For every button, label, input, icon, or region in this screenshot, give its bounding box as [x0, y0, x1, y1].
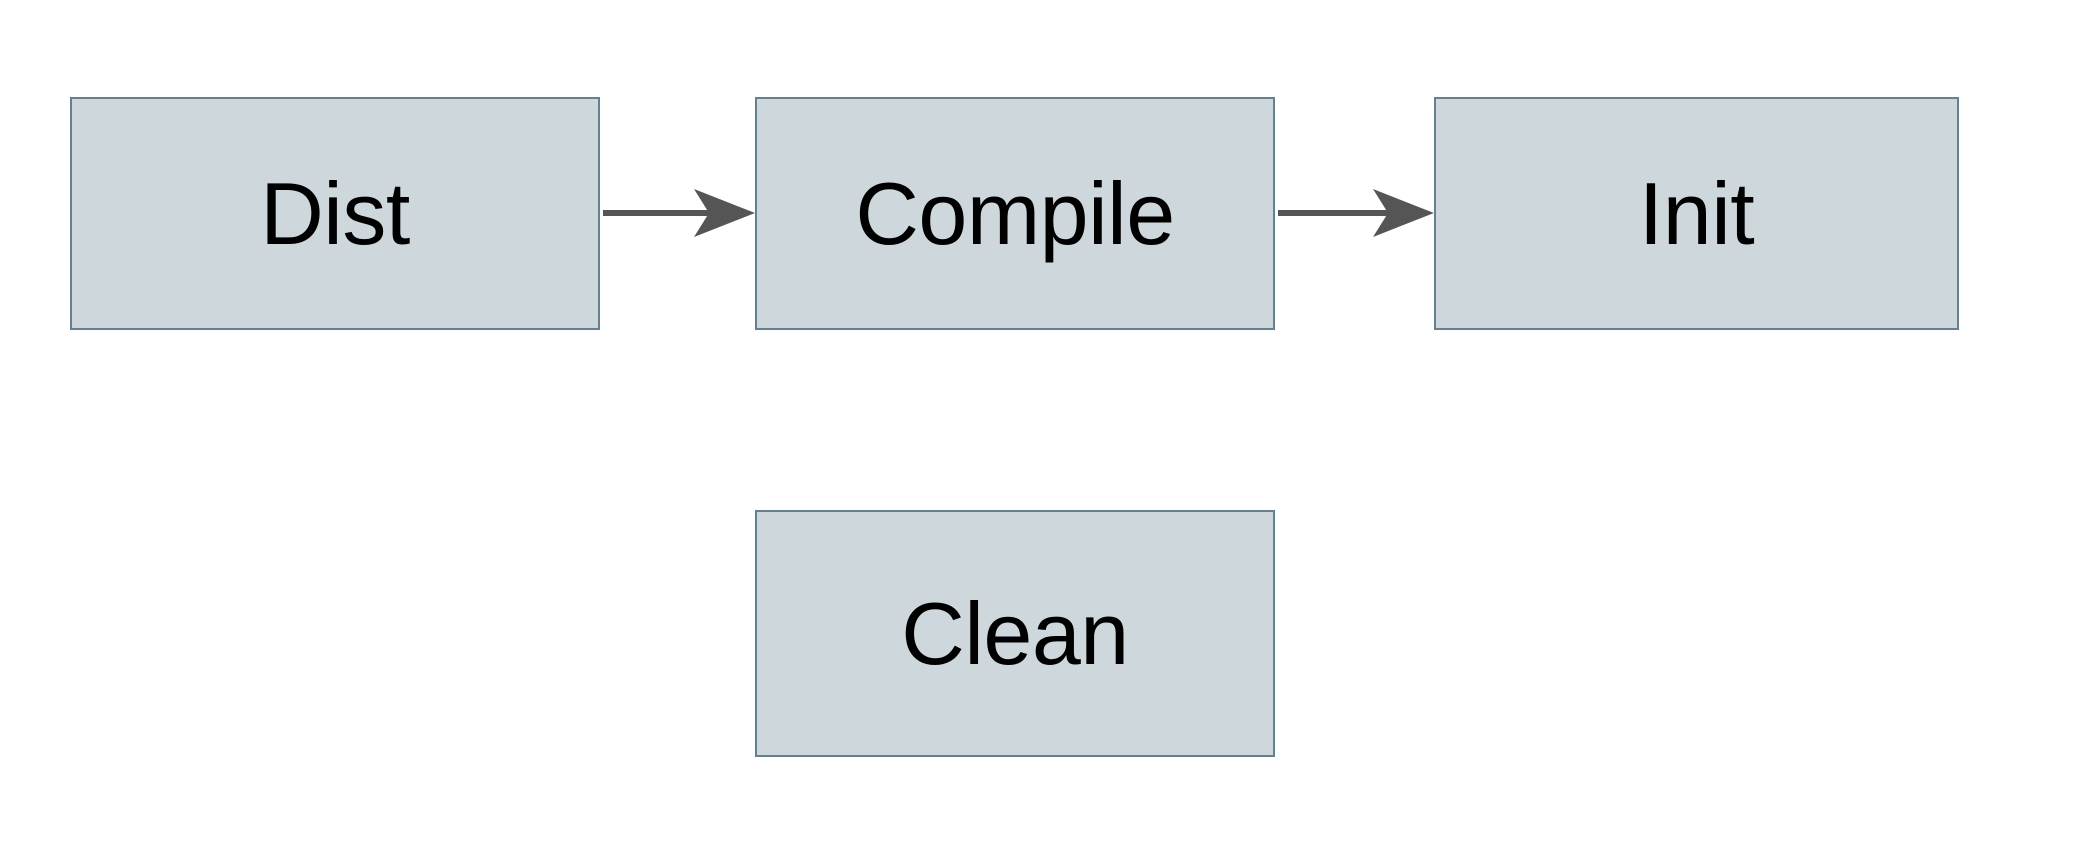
node-compile[interactable]: Compile — [755, 97, 1275, 330]
node-clean-label: Clean — [901, 583, 1129, 683]
node-compile-label: Compile — [855, 163, 1175, 263]
node-dist-label: Dist — [260, 163, 410, 263]
node-dist[interactable]: Dist — [70, 97, 600, 330]
node-clean[interactable]: Clean — [755, 510, 1275, 757]
node-init-label: Init — [1638, 163, 1755, 263]
edge-dist-to-compile — [603, 189, 755, 237]
edge-compile-to-init — [1278, 189, 1434, 237]
node-init[interactable]: Init — [1434, 97, 1959, 330]
